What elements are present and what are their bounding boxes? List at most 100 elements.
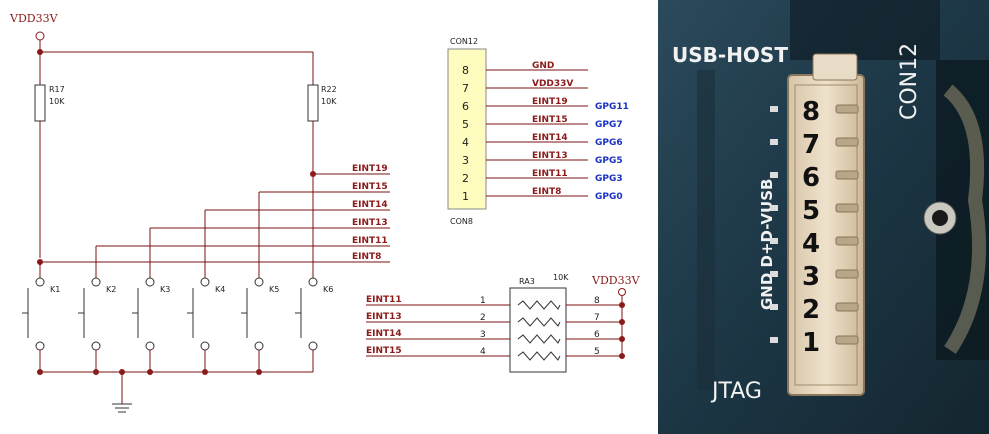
- vdd-label-left: VDD33V: [9, 12, 59, 25]
- key-k6: K6: [295, 268, 333, 372]
- photo-smd-pad: [770, 238, 778, 244]
- photo-pin-contact: [835, 335, 859, 345]
- photo-pin-number: 3: [802, 262, 820, 292]
- photo-smd-pad: [770, 106, 778, 112]
- photo-pin-contact: [835, 269, 859, 279]
- photo-smd-pad: [770, 139, 778, 145]
- ra3-resistor-element: [517, 300, 561, 310]
- ra3-ref: RA3: [519, 277, 535, 286]
- connector-signal-label: EINT19: [532, 97, 568, 107]
- usb-host-silk: USB-HOST: [672, 43, 788, 67]
- ra3-junction: [619, 336, 625, 342]
- key-switches: K1 K2 K3: [22, 262, 333, 372]
- connector-title-top: CON12: [450, 37, 478, 46]
- eint-label-1: EINT19: [352, 164, 388, 174]
- r22-ref: R22: [321, 85, 337, 94]
- key-label-k1: K1: [50, 285, 60, 294]
- vdd-terminal-ra3: [618, 288, 626, 296]
- key-k5: K5: [241, 268, 279, 372]
- photo-pin-contact: [835, 236, 859, 246]
- connector-signal-label: EINT8: [532, 187, 561, 197]
- connector-gpio-label: GPG7: [595, 120, 623, 130]
- eint-label-3: EINT14: [352, 200, 388, 210]
- connector-pin-number: 5: [462, 118, 469, 131]
- connector-gpio-label: GPG3: [595, 174, 623, 184]
- ra3-left-pin: 1: [480, 296, 486, 306]
- connector-gpio-label: GPG5: [595, 156, 623, 166]
- vdd-terminal-left: [35, 31, 45, 41]
- resistor-r22: [307, 84, 319, 122]
- r17-ref: R17: [49, 85, 65, 94]
- key-label-k5: K5: [269, 285, 279, 294]
- photo-pin-contact: [835, 137, 859, 147]
- ra3-signal-label: EINT13: [366, 312, 402, 322]
- key-k4: K4: [187, 268, 225, 372]
- vertical-silk-pins: GND D+D-VUSB: [758, 179, 776, 310]
- photo-pin-number: 6: [802, 163, 820, 193]
- photo-pin-number: 1: [802, 328, 820, 358]
- key-label-k2: K2: [106, 285, 116, 294]
- key-label-k4: K4: [215, 285, 225, 294]
- photo-pin-contact: [835, 302, 859, 312]
- ra3-left-pin: 3: [480, 330, 486, 340]
- photo-pin-number: 8: [802, 97, 820, 127]
- eint-label-5: EINT11: [352, 236, 388, 246]
- photo-pin-contact: [835, 170, 859, 180]
- connector-signal-label: EINT14: [532, 133, 568, 143]
- ra3-right-pin: 7: [594, 313, 600, 323]
- ra3-value: 10K: [553, 273, 569, 282]
- ra3-signal-label: EINT14: [366, 329, 402, 339]
- photo-pin-number: 2: [802, 295, 820, 325]
- photo-pin-number: 5: [802, 196, 820, 226]
- key-k2: K2: [78, 268, 116, 372]
- connector-gpio-label: GPG6: [595, 138, 623, 148]
- connector-pin-number: 2: [462, 172, 469, 185]
- r22-value: 10K: [321, 97, 337, 106]
- connector-pin-number: 3: [462, 154, 469, 167]
- connector-pin-number: 7: [462, 82, 469, 95]
- photo-pin-contact: [835, 104, 859, 114]
- key-schematic: VDD33V R17 10K R22 10K EINT19 EINT15 EIN: [9, 12, 390, 413]
- board-photo: USB-HOST CON12 GND D+D-VUSB JTAG: [658, 0, 989, 434]
- con12-silk: CON12: [897, 43, 922, 120]
- con8-connector: CON12 CON8: [447, 37, 487, 226]
- ra3-signal-label: EINT15: [366, 346, 402, 356]
- connector-gpio-label: GPG0: [595, 192, 623, 202]
- ra3-resistor-element: [517, 351, 561, 361]
- key-k1: K1: [22, 262, 60, 372]
- ra3-junction: [619, 319, 625, 325]
- key-k3: K3: [132, 268, 170, 372]
- ra3-signal-label: EINT11: [366, 295, 402, 305]
- ra3-left-pin: 2: [480, 313, 486, 323]
- connector-title-bottom: CON8: [450, 217, 473, 226]
- connector-signal-label: GND: [532, 61, 554, 71]
- photo-pin-number: 7: [802, 130, 820, 160]
- connector-signal-label: VDD33V: [532, 79, 573, 89]
- ra3-body: [509, 287, 567, 373]
- connector-signal-label: EINT15: [532, 115, 568, 125]
- connector-body: [447, 48, 487, 210]
- resistor-array-ra3: RA3 10K VDD33V: [509, 273, 641, 373]
- eint-label-4: EINT13: [352, 218, 388, 228]
- connector-latch: [812, 53, 858, 81]
- ground-symbol: [112, 403, 132, 413]
- photo-pin-contact: [835, 203, 859, 213]
- connector-housing: [787, 74, 865, 396]
- ra3-resistor-element: [517, 334, 561, 344]
- ra3-right-pin: 5: [594, 347, 600, 357]
- usb-connector-header: [787, 53, 865, 396]
- eint-label-6: EINT8: [352, 252, 381, 262]
- key-label-k6: K6: [323, 285, 333, 294]
- vdd-label-ra3: VDD33V: [591, 274, 641, 287]
- connector-pin-number: 6: [462, 100, 469, 113]
- connector-pin-number: 1: [462, 190, 469, 203]
- ra3-left-pin: 4: [480, 347, 486, 357]
- photo-smd-pad: [770, 172, 778, 178]
- photo-smd-pad: [770, 205, 778, 211]
- connector-pin-number: 8: [462, 64, 469, 77]
- photo-pin-number: 4: [802, 229, 820, 259]
- ra3-resistor-element: [517, 317, 561, 327]
- jtag-silk: JTAG: [710, 379, 762, 404]
- ra3-right-pin: 8: [594, 296, 600, 306]
